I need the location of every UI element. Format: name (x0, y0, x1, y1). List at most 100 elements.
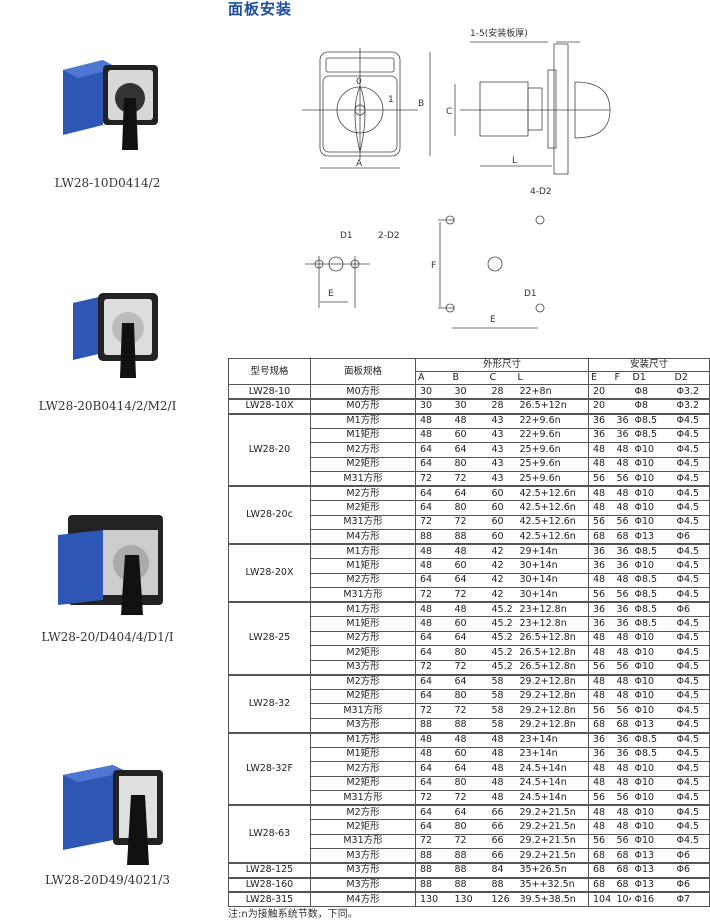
value-cell: 68 (612, 848, 631, 864)
value-cell: Φ13 (630, 848, 673, 864)
value-cell: 23+14n (515, 731, 590, 748)
value-cell: 30 (450, 398, 488, 414)
value-cell: 72 (415, 790, 451, 806)
value-cell: 48 (612, 456, 631, 472)
value-cell: Φ8.5 (630, 587, 673, 603)
panel-cell: M1方形 (310, 731, 416, 748)
value-cell: 66 (487, 819, 516, 835)
value-cell: 36 (612, 731, 631, 748)
value-cell: Φ10 (630, 645, 673, 661)
value-cell: 72 (450, 659, 488, 675)
value-cell: 72 (450, 703, 488, 719)
value-cell: 29.2+12.8n (515, 703, 590, 719)
product-image-4 (0, 740, 215, 870)
header-mount-dimensions: 安装尺寸 (588, 358, 710, 372)
header-model: 型号规格 (228, 358, 311, 385)
value-cell (612, 384, 631, 400)
value-cell: 29.2+21.5n (515, 833, 590, 849)
value-cell: Φ4.5 (672, 572, 710, 588)
value-cell: 48 (588, 761, 613, 777)
value-cell: Φ13 (630, 876, 673, 893)
value-cell: Φ10 (630, 833, 673, 849)
value-cell: 42 (487, 558, 516, 574)
value-cell: 22+9.6n (515, 427, 590, 443)
value-cell: 48 (450, 731, 488, 748)
value-cell: 64 (415, 442, 451, 458)
value-cell: 22+9.6n (515, 412, 590, 429)
value-cell: 72 (450, 790, 488, 806)
table-note: 注:n为接触系统节数，下同。 (228, 909, 358, 920)
value-cell: 24.5+14n (515, 790, 590, 806)
model-cell: LW28-20 (228, 412, 311, 487)
value-cell: Φ8.5 (630, 731, 673, 748)
value-cell: 48 (415, 616, 451, 632)
header-col-l: L (515, 371, 590, 385)
value-cell: Φ13 (630, 862, 673, 878)
value-cell: 56 (588, 833, 613, 849)
value-cell: 60 (487, 529, 516, 545)
value-cell: Φ8.5 (630, 427, 673, 443)
value-cell: 60 (450, 558, 488, 574)
value-cell: Φ4.5 (672, 673, 710, 690)
value-cell: 45.2 (487, 659, 516, 675)
value-cell: 66 (487, 804, 516, 820)
value-cell: 58 (487, 673, 516, 690)
model-cell: LW28-20c (228, 485, 311, 545)
product-caption: LW28-20/D404/4/D1/I (41, 630, 174, 644)
value-cell: 30+14n (515, 572, 590, 588)
value-cell: 48 (588, 500, 613, 516)
value-cell: 72 (415, 514, 451, 530)
model-cell: LW28-315 (228, 891, 311, 907)
product-caption: LW28-10D0414/2 (54, 176, 161, 190)
value-cell: 30+14n (515, 587, 590, 603)
label-2-d2: 2-D2 (378, 231, 400, 241)
value-cell: 42.5+12.6n (515, 485, 590, 501)
value-cell: 72 (415, 659, 451, 675)
value-cell: 36 (588, 616, 613, 632)
value-cell: 20 (588, 398, 613, 414)
value-cell: Φ6 (672, 601, 710, 617)
value-cell: Φ7 (672, 891, 710, 907)
value-cell: 36 (588, 558, 613, 574)
value-cell: 23+12.8n (515, 616, 590, 632)
value-cell: 60 (487, 500, 516, 516)
value-cell: 88 (415, 848, 451, 864)
value-cell: 68 (612, 717, 631, 733)
panel-cell: M0方形 (310, 398, 416, 414)
header-col-d2: D2 (672, 371, 710, 385)
value-cell: 45.2 (487, 616, 516, 632)
value-cell: Φ10 (630, 471, 673, 487)
value-cell: 56 (612, 833, 631, 849)
header-col-c: C (487, 371, 516, 385)
value-cell: 36 (588, 731, 613, 748)
panel-cell: M31方形 (310, 514, 416, 530)
value-cell: 43 (487, 442, 516, 458)
value-cell: 48 (612, 500, 631, 516)
value-cell: 42.5+12.6n (515, 514, 590, 530)
label-d1: D1 (340, 231, 353, 241)
installation-diagram: 0 1 A B 1-5(安装板厚) C L D1 2-D2 E F E D1 4… (302, 27, 611, 329)
value-cell: 48 (487, 761, 516, 777)
value-cell: Φ4.5 (672, 761, 710, 777)
label-f: F (431, 261, 436, 271)
model-cell: LW28-32 (228, 673, 311, 733)
value-cell: 80 (450, 456, 488, 472)
label-e: E (328, 289, 334, 299)
value-cell: 25+9.6n (515, 442, 590, 458)
value-cell: 24.5+14n (515, 775, 590, 791)
value-cell: Φ8 (630, 398, 673, 414)
panel-cell: M2方形 (310, 442, 416, 458)
